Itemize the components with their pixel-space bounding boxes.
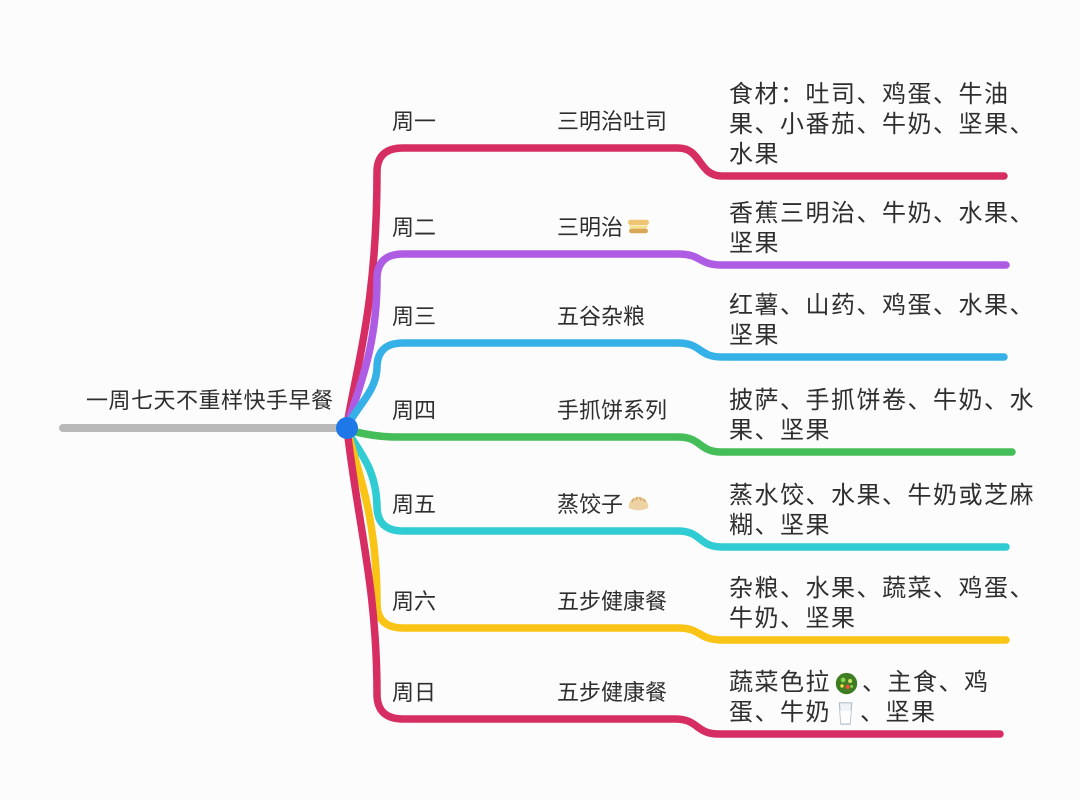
detail-line: 水果 <box>729 141 780 168</box>
sandwich-icon <box>626 214 651 239</box>
detail-line: 蛋、牛奶 、坚果 <box>729 698 990 728</box>
detail-line: 红薯、山药、鸡蛋、水果、 <box>729 292 1035 319</box>
dish-topic-label: 蒸饺子 <box>557 492 624 517</box>
salad-icon <box>833 670 860 697</box>
dish-topic-monday[interactable]: 三明治吐司 <box>557 109 668 134</box>
detail-line: 香蕉三明治、牛奶、水果、 <box>729 200 1035 227</box>
detail-line: 果、坚果 <box>729 417 831 444</box>
dish-topic-sunday[interactable]: 五步健康餐 <box>557 680 668 705</box>
detail-line: 坚果 <box>729 322 780 349</box>
dumpling-icon <box>626 491 651 516</box>
junction-dot[interactable] <box>336 417 358 439</box>
detail-line: 坚果 <box>729 230 780 257</box>
day-topic-monday[interactable]: 周一 <box>392 109 437 134</box>
detail-text: 、主食、鸡 <box>862 669 990 696</box>
dish-topic-wednesday[interactable]: 五谷杂粮 <box>557 304 646 329</box>
detail-topic-wednesday[interactable]: 红薯、山药、鸡蛋、水果、 坚果 <box>729 291 1035 351</box>
branch-line-tuesday <box>343 250 1010 430</box>
branch-line-sunday <box>343 424 1004 738</box>
detail-topic-saturday[interactable]: 杂粮、水果、蔬菜、鸡蛋、 牛奶、坚果 <box>729 574 1035 634</box>
branch-line-thursday <box>345 426 1016 456</box>
detail-topic-monday[interactable]: 食材：吐司、鸡蛋、牛油 果、小番茄、牛奶、坚果、 水果 <box>729 80 1035 170</box>
day-topic-tuesday[interactable]: 周二 <box>392 215 437 240</box>
detail-line: 杂粮、水果、蔬菜、鸡蛋、 <box>729 575 1035 602</box>
detail-topic-tuesday[interactable]: 香蕉三明治、牛奶、水果、 坚果 <box>729 199 1035 259</box>
day-topic-friday[interactable]: 周五 <box>392 492 437 517</box>
detail-topic-sunday[interactable]: 蔬菜色拉 、主食、鸡 蛋、牛奶 、坚果 <box>729 668 990 728</box>
dish-topic-thursday[interactable]: 手抓饼系列 <box>557 398 668 423</box>
dish-topic-saturday[interactable]: 五步健康餐 <box>557 589 668 614</box>
branch-line-wednesday <box>343 339 1008 431</box>
milk-glass-icon <box>833 700 858 727</box>
day-topic-wednesday[interactable]: 周三 <box>392 304 437 329</box>
dish-topic-friday[interactable]: 蒸饺子 <box>557 490 651 520</box>
detail-topic-thursday[interactable]: 披萨、手抓饼卷、牛奶、水 果、坚果 <box>729 386 1035 446</box>
detail-line: 蒸水饺、水果、牛奶或芝麻 <box>729 482 1035 509</box>
branch-line-saturday <box>343 425 1010 644</box>
detail-line: 糊、坚果 <box>729 512 831 539</box>
detail-topic-friday[interactable]: 蒸水饺、水果、牛奶或芝麻 糊、坚果 <box>729 481 1035 541</box>
detail-text: 蔬菜色拉 <box>729 669 831 696</box>
day-topic-saturday[interactable]: 周六 <box>392 589 437 614</box>
dish-topic-label: 三明治 <box>557 215 624 240</box>
detail-line: 牛奶、坚果 <box>729 605 857 632</box>
branch-line-monday <box>343 144 1008 429</box>
dish-topic-tuesday[interactable]: 三明治 <box>557 213 651 243</box>
branch-line-friday <box>343 426 1010 551</box>
detail-text: 、坚果 <box>860 699 937 726</box>
detail-text: 蛋、牛奶 <box>729 699 831 726</box>
detail-line: 蔬菜色拉 、主食、鸡 <box>729 668 990 698</box>
detail-line: 食材：吐司、鸡蛋、牛油 <box>729 81 1010 108</box>
root-topic-label[interactable]: 一周七天不重样快手早餐 <box>86 388 334 413</box>
day-topic-thursday[interactable]: 周四 <box>392 398 437 423</box>
detail-line: 果、小番茄、牛奶、坚果、 <box>729 111 1035 138</box>
detail-line: 披萨、手抓饼卷、牛奶、水 <box>729 387 1035 414</box>
day-topic-sunday[interactable]: 周日 <box>392 680 437 705</box>
